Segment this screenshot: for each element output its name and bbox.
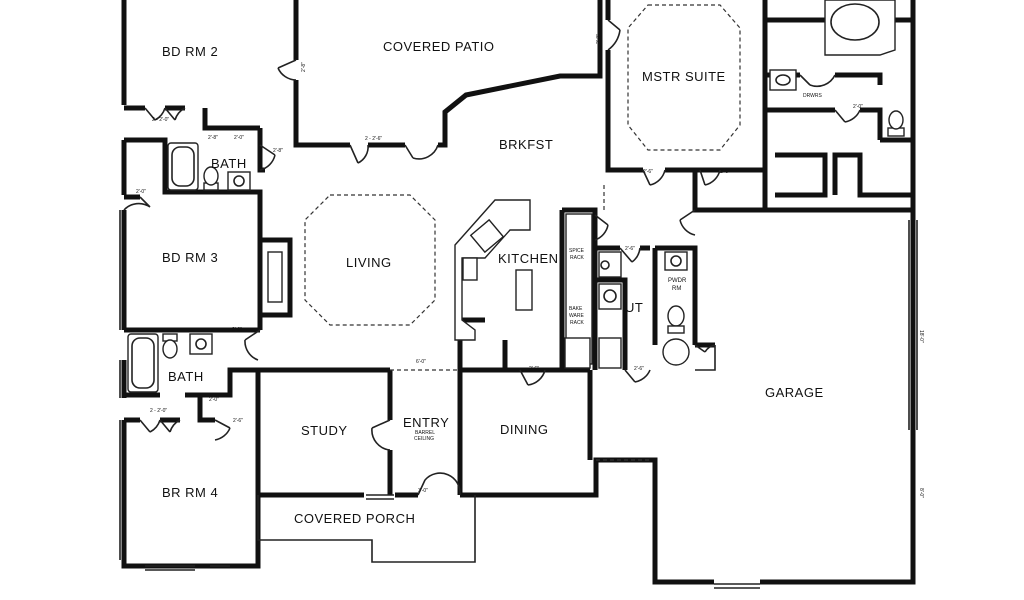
dim-label: 6'-0" bbox=[416, 359, 426, 365]
label-pwdr: PWDR bbox=[668, 278, 687, 284]
room-labels: BD RM 2 COVERED PATIO MSTR SUITE BRKFST … bbox=[162, 39, 824, 526]
dim-label: 3'-0" bbox=[418, 488, 428, 494]
label-bd-rm-3: BD RM 3 bbox=[162, 250, 218, 265]
dim-label: 2'-8" bbox=[596, 34, 602, 44]
dim-label: 2'-0" bbox=[209, 397, 219, 403]
dimension-labels: 2 - 2'-0" 2 - 2'-6" 2'-8" 2'-8" 2'-0" 2'… bbox=[136, 34, 924, 498]
label-entry-note-a: BARREL bbox=[415, 430, 435, 436]
fireplace bbox=[267, 251, 283, 303]
dim-label: 2'-0" bbox=[234, 135, 244, 141]
fixtures bbox=[127, 0, 905, 563]
label-bd-rm-2: BD RM 2 bbox=[162, 44, 218, 59]
dim-label: 2 - 2'-6" bbox=[365, 136, 382, 142]
dim-label: 2'-8" bbox=[273, 148, 283, 154]
label-covered-patio: COVERED PATIO bbox=[383, 39, 494, 54]
dim-label: 2 - 2'-0" bbox=[150, 408, 167, 414]
dim-label: 8'-0" bbox=[918, 488, 924, 498]
dim-label: 2'-8" bbox=[208, 135, 218, 141]
label-drwrs: DRWRS bbox=[803, 93, 822, 99]
label-dining: DINING bbox=[500, 422, 549, 437]
dim-label: 2'-8" bbox=[301, 62, 307, 72]
dim-label: 2'-0" bbox=[720, 169, 730, 175]
interior-walls bbox=[124, 72, 913, 495]
master-ceiling bbox=[627, 4, 741, 151]
doors bbox=[123, 19, 861, 496]
dim-label: 2'-0" bbox=[136, 189, 146, 195]
dim-label: 2'-6" bbox=[643, 169, 653, 175]
label-bake-rack: RACK bbox=[570, 320, 585, 326]
dim-label: 2'-6" bbox=[634, 366, 644, 372]
label-spice-rack: RACK bbox=[570, 255, 585, 261]
label-spice: SPICE bbox=[569, 248, 585, 254]
exterior-walls bbox=[121, 0, 916, 585]
master-tub bbox=[824, 0, 896, 56]
label-bath-upper: BATH bbox=[211, 156, 247, 171]
sink bbox=[227, 171, 251, 191]
dim-label: 2'-6" bbox=[232, 327, 242, 333]
label-study: STUDY bbox=[301, 423, 348, 438]
ceiling-features bbox=[304, 4, 741, 461]
label-bake-ware: WARE bbox=[569, 313, 584, 319]
kitchen-island bbox=[515, 269, 533, 311]
dim-label: 2'-6" bbox=[233, 418, 243, 424]
label-pwdr-rm: RM bbox=[672, 286, 681, 292]
label-entry: ENTRY bbox=[403, 415, 449, 430]
water-heater bbox=[662, 338, 690, 366]
label-living: LIVING bbox=[346, 255, 392, 270]
label-covered-porch: COVERED PORCH bbox=[294, 511, 415, 526]
dim-label: 2 - 2'-0" bbox=[152, 117, 169, 123]
label-bake: BAKE bbox=[569, 306, 583, 312]
label-ut: UT bbox=[625, 300, 643, 315]
dim-label: 2'-0" bbox=[853, 104, 863, 110]
bathtub bbox=[167, 142, 199, 191]
label-mstr-suite: MSTR SUITE bbox=[642, 69, 726, 84]
windows bbox=[119, 210, 918, 589]
label-entry-note-b: CEILING bbox=[414, 436, 434, 442]
dim-label: 18'-0" bbox=[918, 330, 924, 343]
label-garage: GARAGE bbox=[765, 385, 824, 400]
label-bath-lower: BATH bbox=[168, 369, 204, 384]
dim-label: 2'-6" bbox=[625, 246, 635, 252]
living-ceiling bbox=[304, 194, 436, 326]
label-br-rm-4: BR RM 4 bbox=[162, 485, 218, 500]
label-brkfst: BRKFST bbox=[499, 137, 553, 152]
dim-label: 2'-6" bbox=[529, 366, 539, 372]
label-kitchen: KITCHEN bbox=[498, 251, 559, 266]
